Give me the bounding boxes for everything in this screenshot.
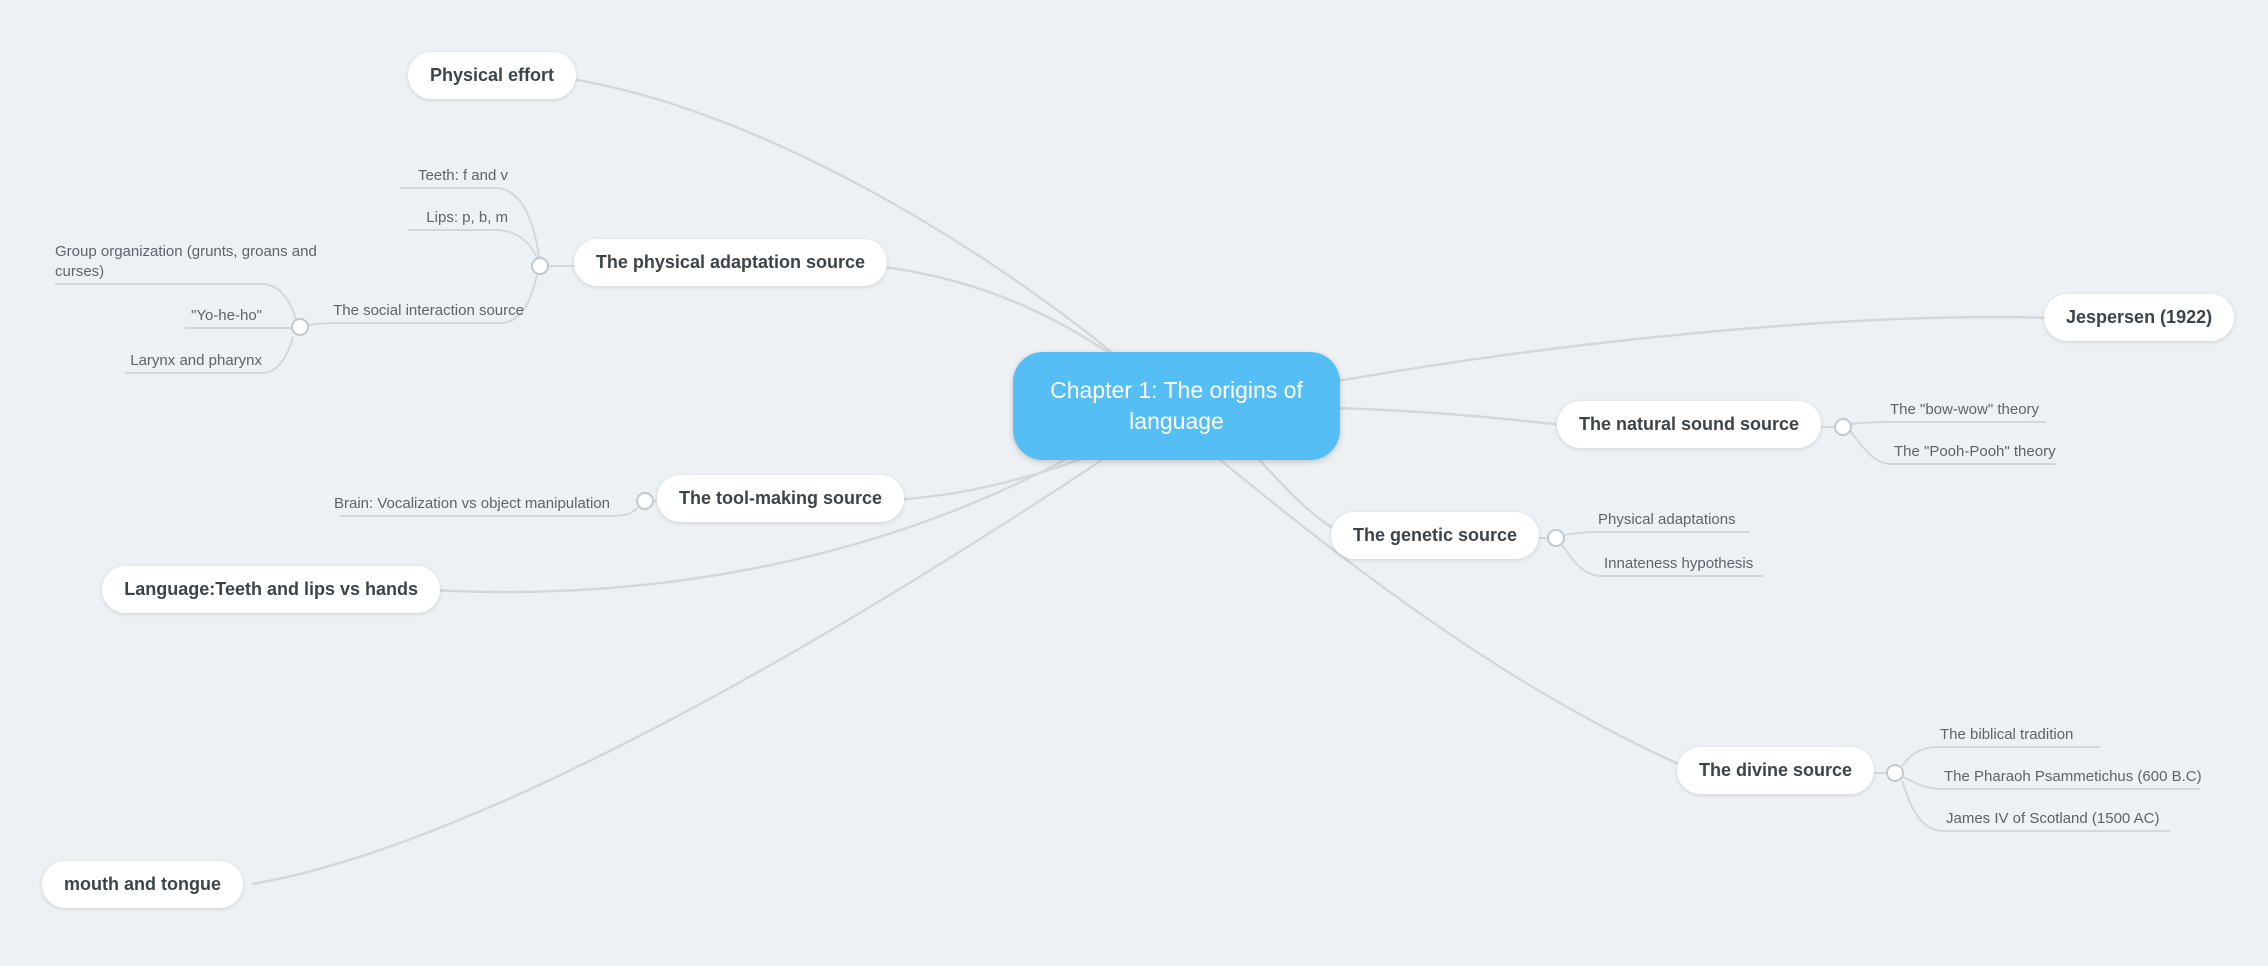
branch-curve-physical-effort [565, 76, 1166, 399]
subline-group-organization [55, 283, 297, 320]
subline-brain [340, 506, 639, 517]
node-bow-wow-theory[interactable]: The "bow-wow" theory [1890, 401, 2040, 418]
node-teeth-f-v[interactable]: Teeth: f and v [417, 167, 508, 184]
node-natural-sound-source[interactable]: The natural sound source [1557, 401, 1822, 448]
node-divine-source[interactable]: The divine source [1677, 747, 1875, 794]
toggle-physical-adaptation[interactable] [531, 257, 549, 275]
node-group-organization[interactable]: Group organization (grunts, groans and c… [55, 243, 317, 280]
branch-curve-natural-sound [1335, 406, 1573, 428]
subline-innateness [1561, 544, 1764, 577]
node-pharaoh-psammetichus[interactable]: The Pharaoh Psammetichus (600 B.C) [1944, 768, 2202, 785]
toggle-natural-sound[interactable] [1834, 418, 1852, 436]
node-biblical-tradition[interactable]: The biblical tradition [1940, 726, 2074, 743]
node-larynx-pharynx[interactable]: Larynx and pharynx [130, 352, 262, 369]
subline-larynx [125, 336, 294, 374]
subline-social-interaction [307, 274, 538, 326]
subline-physical-adaptations [1562, 531, 1750, 536]
branch-curve-divine [1217, 457, 1693, 772]
toggle-divine[interactable] [1886, 764, 1904, 782]
toggle-genetic[interactable] [1547, 529, 1565, 547]
branch-curve-tool-making [891, 453, 1093, 502]
node-mouth-and-tongue[interactable]: mouth and tongue [42, 861, 243, 908]
subline-bow-wow [1849, 421, 2046, 425]
toggle-tool-making[interactable] [636, 492, 654, 510]
subline-lips [408, 229, 538, 259]
node-innateness-hypothesis[interactable]: Innateness hypothesis [1604, 555, 1754, 572]
toggle-social-interaction[interactable] [291, 318, 309, 336]
subline-teeth [400, 187, 540, 258]
node-brain-vocalization[interactable]: Brain: Vocalization vs object manipulati… [334, 495, 610, 512]
node-physical-effort[interactable]: Physical effort [407, 52, 576, 99]
node-social-interaction-source[interactable]: The social interaction source [333, 302, 524, 319]
subline-biblical [1901, 746, 2100, 767]
branch-curve-language-teeth [431, 454, 1073, 594]
node-central-topic[interactable]: Chapter 1: The origins of language [1013, 352, 1340, 460]
node-yo-he-ho[interactable]: "Yo-he-ho" [191, 307, 262, 324]
node-james-iv-scotland[interactable]: James IV of Scotland (1500 AC) [1946, 810, 2160, 827]
node-physical-adaptation-source[interactable]: The physical adaptation source [573, 239, 887, 286]
subline-james [1901, 780, 2170, 832]
node-tool-making-source[interactable]: The tool-making source [656, 475, 904, 522]
node-pooh-pooh-theory[interactable]: The "Pooh-Pooh" theory [1894, 443, 2056, 460]
branch-curve-mouth-tongue [251, 458, 1103, 886]
subline-pooh-pooh [1849, 430, 2056, 465]
node-jespersen-1922[interactable]: Jespersen (1922) [2044, 294, 2235, 341]
node-language-teeth-lips-vs-hands[interactable]: Language:Teeth and lips vs hands [102, 566, 440, 613]
branch-curve-jespersen [1331, 315, 2055, 384]
node-genetic-source[interactable]: The genetic source [1331, 512, 1540, 559]
subline-pharaoh [1902, 776, 2200, 790]
node-lips-p-b-m[interactable]: Lips: p, b, m [426, 209, 508, 226]
node-physical-adaptations[interactable]: Physical adaptations [1598, 511, 1736, 528]
